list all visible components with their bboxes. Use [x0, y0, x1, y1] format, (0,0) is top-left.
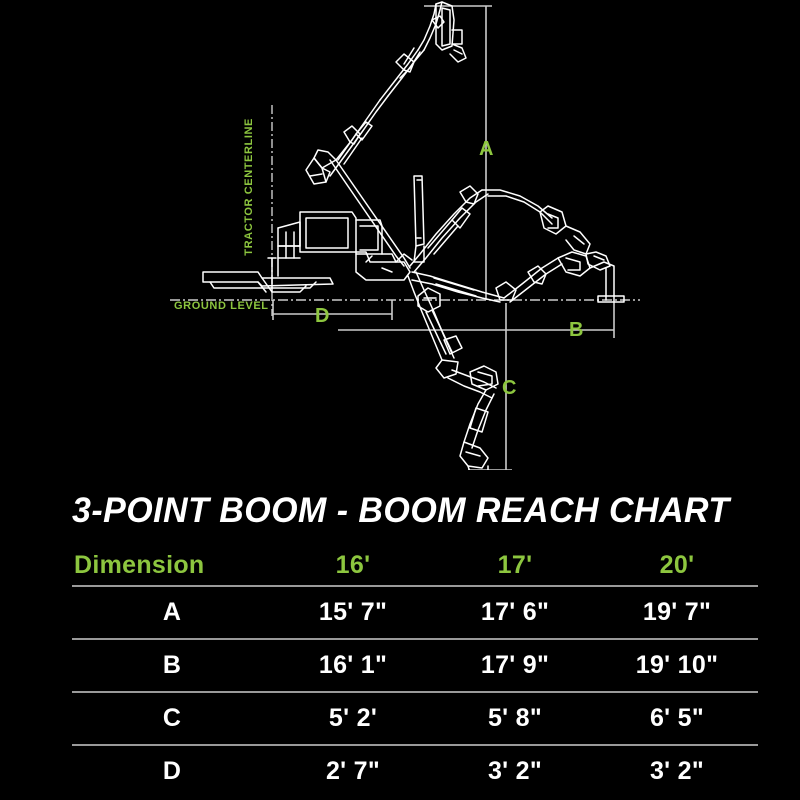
cell-value-16: 16' 1" [318, 651, 388, 679]
dimension-lines [272, 5, 615, 470]
cell-value-16: 2' 7" [325, 757, 381, 785]
table-header: Dimension 16' 17' 20' [72, 545, 758, 586]
upright-mast [413, 175, 425, 263]
table-row: D 2' 7" 3' 2" 3' 2" [72, 745, 758, 797]
machine-outline [202, 1, 625, 470]
cell-value-17: 17' 9" [480, 651, 550, 679]
cell-value-17: 5' 8" [487, 704, 543, 732]
lowered-boom-arm [407, 271, 499, 470]
diagram-label-c: C [502, 377, 517, 399]
cell-dimension: C [162, 704, 182, 732]
boom-diagram-illustration [170, 1, 640, 470]
mid-boom-arm [409, 185, 611, 273]
cell-value-16: 5' 2' [328, 704, 378, 732]
table-header-row: Dimension 16' 17' 20' [72, 545, 758, 586]
table-body: A 15' 7" 17' 6" 19' 7" B 16' 1" 17' 9" 1… [72, 586, 758, 797]
table-row: A 15' 7" 17' 6" 19' 7" [72, 586, 758, 639]
cell-dimension: D [162, 757, 182, 785]
diagram-label-a: A [479, 138, 494, 160]
cell-dimension: A [162, 598, 182, 626]
diagram-label-d: D [315, 305, 330, 327]
table-row: B 16' 1" 17' 9" 19' 10" [72, 639, 758, 692]
column-header-16: 16' [335, 550, 371, 579]
cell-value-20: 3' 2" [649, 757, 705, 785]
page-title: 3-POINT BOOM - BOOM REACH CHART [72, 491, 730, 530]
tractor-base [202, 211, 411, 293]
column-header-17: 17' [497, 550, 533, 579]
boom-reach-table: Dimension 16' 17' 20' A 15' 7" 17' 6" 19… [72, 545, 758, 797]
cell-value-20: 6' 5" [649, 704, 705, 732]
diagram-label-b: B [569, 319, 584, 341]
cell-value-16: 15' 7" [318, 598, 388, 626]
cell-value-20: 19' 10" [635, 651, 719, 679]
cell-dimension: B [162, 651, 182, 679]
raised-boom-arm [305, 1, 467, 269]
machine-details [365, 253, 413, 273]
cell-value-20: 19' 7" [642, 598, 712, 626]
diagram-label-tractor-centerline: TRACTOR CENTERLINE [243, 118, 255, 256]
column-header-20: 20' [659, 550, 695, 579]
ground-boom-arm [411, 251, 625, 303]
table-row: C 5' 2' 5' 8" 6' 5" [72, 692, 758, 745]
column-header-dimension: Dimension [74, 550, 205, 579]
cell-value-17: 3' 2" [487, 757, 543, 785]
cell-value-17: 17' 6" [480, 598, 550, 626]
boom-reach-diagram: A B C D GROUND LEVEL TRACTOR CENTERLINE [170, 1, 640, 470]
diagram-label-ground-level: GROUND LEVEL [174, 300, 269, 312]
